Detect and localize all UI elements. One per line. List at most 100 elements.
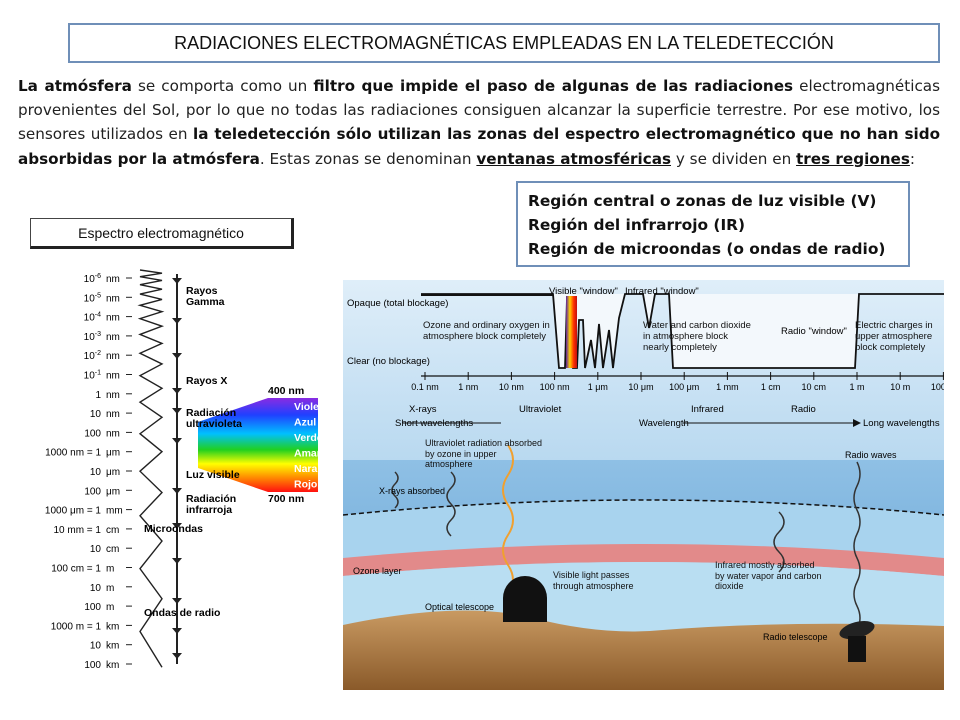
prism-color-0: Violeta: [294, 401, 328, 413]
scale-label: 10-5: [84, 292, 101, 304]
scale-unit: nm: [106, 274, 120, 285]
optical-telescope-label: Optical telescope: [425, 602, 494, 612]
atmosphere-edge: [342, 499, 945, 516]
intro-three-regions: tres regiones: [796, 149, 910, 168]
band-label-gamma: Gamma: [186, 296, 225, 308]
spectrum-label: Espectro electromagnético: [30, 218, 294, 249]
scale-unit: nm: [106, 313, 120, 324]
intro-paragraph: La atmósfera se comporta como un filtro …: [18, 74, 940, 171]
visible-window-label: Visible "window": [549, 286, 618, 297]
prism-fan: [198, 398, 318, 492]
scale-unit: cm: [106, 525, 119, 536]
axis-arrow: [172, 628, 182, 634]
scale-label: 10 mm = 1: [53, 525, 101, 536]
ir-wave: [773, 511, 785, 573]
scale-label: 100: [84, 486, 101, 497]
ozone-note: Ozone and ordinary oxygen in atmosphere …: [423, 320, 550, 342]
region-visible: Región central o zonas de luz visible (V…: [528, 192, 877, 210]
scale-label: 100: [84, 428, 101, 439]
prism-color-2: Verde: [294, 432, 323, 444]
ground: [343, 610, 944, 690]
axis-arrow: [172, 318, 182, 324]
scale-unit: km: [106, 641, 119, 652]
optical-telescope-icon: [503, 576, 547, 622]
axis-arrow: [172, 653, 182, 659]
region-infrared: Región del infrarrojo (IR): [528, 216, 746, 234]
band-label-micro: Microondas: [144, 523, 203, 535]
axis-arrow: [172, 408, 182, 414]
scale-unit: mm: [106, 506, 123, 517]
scale-unit: cm: [106, 544, 119, 555]
intro-remote-sensing: la teledetección sólo utilizan las zonas…: [18, 125, 941, 168]
radio-telescope-label: Radio telescope: [763, 632, 828, 642]
scale-label: 10-4: [84, 312, 101, 324]
scale-label: 10-6: [84, 273, 101, 285]
spectrum-wave: [137, 269, 165, 668]
wavelength-tick-label: 100 m: [931, 382, 944, 392]
scale-unit: nm: [106, 371, 120, 382]
wavelength-tick-label: 10 nm: [499, 382, 524, 392]
region-microwave: Región de microondas (o ondas de radio): [528, 240, 886, 258]
wavelength-tick-label: 1 nm: [458, 382, 478, 392]
prism-top-label: 400 nm: [268, 385, 304, 397]
axis-arrow: [172, 388, 182, 394]
scale-unit: m: [106, 564, 114, 575]
regions-box: Región central o zonas de luz visible (V…: [516, 181, 910, 267]
prism-color-1: Azul: [294, 417, 316, 429]
spectrum-label-text: Espectro electromagnético: [78, 224, 244, 241]
radio-window-label: Radio "window": [781, 326, 847, 337]
wavelength-tick-label: 10 μm: [628, 382, 653, 392]
band-label-gamma: Rayos: [186, 285, 218, 297]
scale-unit: nm: [106, 293, 120, 304]
intro-text-1: se comporta como un: [131, 77, 314, 95]
ozone-layer: [343, 544, 944, 576]
scale-unit: μm: [106, 486, 120, 497]
wavelength-tick-label: 10 m: [890, 382, 910, 392]
axis-arrow: [172, 598, 182, 604]
intro-filter: filtro que impide el paso de algunas de …: [313, 77, 794, 95]
xray-wave: [391, 471, 399, 509]
axis-arrow: [172, 558, 182, 564]
ozone-layer-label: Ozone layer: [353, 566, 402, 576]
spectrum-arrows: [172, 278, 182, 659]
scale-label: 100: [84, 660, 101, 671]
scale-unit: nm: [106, 409, 120, 420]
scale-label: 100: [84, 602, 101, 613]
axis-arrow: [172, 278, 182, 284]
scale-unit: km: [106, 621, 119, 632]
visible-note: Visible light passes through atmosphere: [553, 570, 634, 591]
scale-label: 100 cm = 1: [51, 564, 101, 575]
intro-atmosphere: La atmósfera: [18, 77, 132, 95]
band-label-uv: ultravioleta: [186, 418, 242, 430]
radio-telescope-icon: [839, 620, 875, 662]
axis-arrow: [172, 438, 182, 444]
water-note: Water and carbon dioxide in atmosphere b…: [643, 320, 751, 353]
scale-unit: m: [106, 602, 114, 613]
band-label-uv: Radiación: [186, 407, 236, 419]
scale-label: 10: [90, 409, 102, 420]
prism-color-5: Rojo: [294, 479, 317, 491]
band-xrays: X-rays: [409, 404, 437, 415]
prism-color-3: Amarillo: [294, 448, 336, 460]
prism-bottom-label: 700 nm: [268, 493, 304, 505]
band-label-xray: Rayos X: [186, 375, 227, 387]
scale-label: 10: [90, 544, 102, 555]
scale-unit: nm: [106, 332, 120, 343]
electric-note: Electric charges in upper atmosphere blo…: [855, 320, 933, 353]
scale-unit: nm: [106, 428, 120, 439]
intro-text-5: :: [909, 149, 916, 168]
band-label-radio: Ondas de radio: [144, 607, 220, 619]
scale-label: 1000 m = 1: [51, 621, 102, 632]
infrared-window-label: Infrared "window": [625, 286, 699, 297]
prism-color-4: Naranja: [294, 463, 333, 475]
scale-label: 1: [95, 390, 101, 401]
page-title: RADIACIONES ELECTROMAGNÉTICAS EMPLEADAS …: [68, 23, 940, 63]
scale-label: 1000 μm = 1: [45, 506, 102, 517]
band-label-ir: infrarroja: [186, 504, 232, 516]
